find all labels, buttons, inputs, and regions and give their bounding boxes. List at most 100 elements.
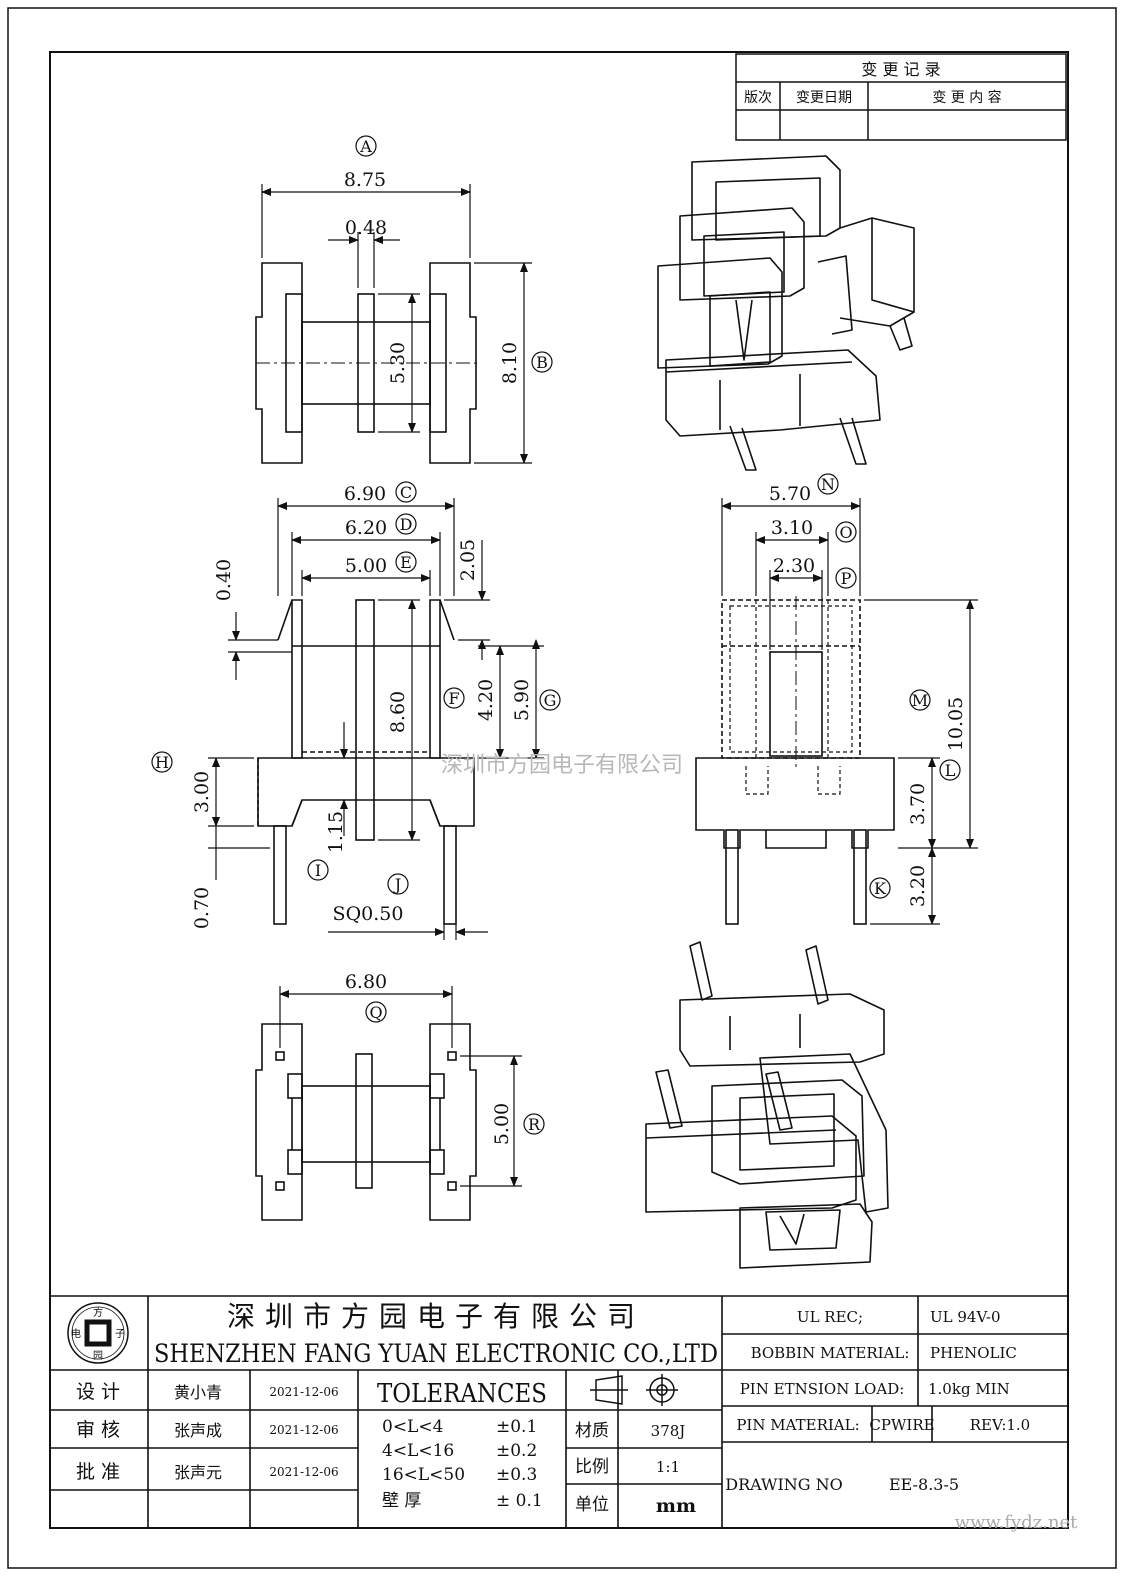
marker-h: H <box>155 753 169 772</box>
dim-5-90: 5.90 <box>511 679 533 721</box>
side-view-dims <box>721 498 978 925</box>
side-view-markers <box>817 473 961 899</box>
role-approve: 批 准 <box>76 1461 120 1483</box>
marker-r: R <box>528 1115 541 1134</box>
dim-3-10: 3.10 <box>771 517 813 539</box>
dim-3-00: 3.00 <box>191 771 213 813</box>
dim-5-30: 5.30 <box>387 342 409 384</box>
marker-j: J <box>393 875 401 894</box>
revision-header-version: 版次 <box>744 90 772 106</box>
tol-range-4: 壁 厚 <box>382 1491 421 1511</box>
front-view-markers <box>151 481 561 895</box>
projection-symbol-icon <box>590 1374 678 1406</box>
revision-title: 变 更 记 录 <box>861 60 940 79</box>
pin-material-label: PIN MATERIAL: <box>736 1416 859 1434</box>
dim-4-20: 4.20 <box>475 679 497 721</box>
marker-b: B <box>536 353 548 372</box>
front-view <box>257 599 475 925</box>
marker-p: P <box>841 569 852 588</box>
logo-char-bottom: 园 <box>93 1350 103 1362</box>
dim-0-70: 0.70 <box>191 887 213 929</box>
side-view <box>695 596 895 925</box>
marker-k: K <box>874 879 887 898</box>
title-block-grid <box>50 1295 1068 1528</box>
role-approve-name: 张声元 <box>174 1463 222 1482</box>
scale-value: 1:1 <box>656 1458 680 1476</box>
tol-range-2: 4<L<16 <box>382 1441 454 1461</box>
drawing-no-value: EE-8.3-5 <box>889 1475 959 1494</box>
role-review-date: 2021-12-06 <box>269 1423 338 1437</box>
dim-5-70: 5.70 <box>769 483 811 505</box>
dim-sq0-50: SQ0.50 <box>333 903 404 925</box>
dim-10-05: 10.05 <box>945 697 967 751</box>
unit-label: 单位 <box>575 1495 609 1515</box>
site-mark: www.fydz.net <box>955 1512 1079 1533</box>
revision-header-date: 变更日期 <box>796 90 852 106</box>
tol-value-2: ±0.2 <box>496 1441 537 1461</box>
dim-8-75: 8.75 <box>344 169 386 191</box>
front-view-dims <box>208 498 544 940</box>
dim-5-00-bottom: 5.00 <box>491 1103 513 1145</box>
marker-l: L <box>945 761 956 780</box>
role-design-date: 2021-12-06 <box>269 1385 338 1399</box>
role-review-name: 张声成 <box>174 1421 222 1440</box>
tol-value-3: ±0.3 <box>496 1465 537 1485</box>
company-name-cn: 深圳市方园电子有限公司 <box>227 1300 645 1333</box>
marker-i: I <box>315 861 321 880</box>
dim-0-40: 0.40 <box>213 559 235 601</box>
pin-load-value: 1.0kg MIN <box>928 1380 1010 1398</box>
marker-f: F <box>448 689 459 708</box>
revision-value: REV:1.0 <box>970 1416 1030 1434</box>
watermark: 深圳市方园电子有限公司 <box>441 753 683 778</box>
dim-1-15: 1.15 <box>325 811 347 853</box>
marker-q: Q <box>369 1003 382 1022</box>
marker-b-circle <box>531 351 553 373</box>
marker-m: M <box>912 691 928 710</box>
bobbin-material-value: PHENOLIC <box>930 1344 1017 1362</box>
company-logo <box>67 1302 129 1364</box>
marker-d: D <box>400 515 413 534</box>
pin-material-value: CPWIRE <box>869 1416 934 1434</box>
bottom-view <box>255 1023 477 1221</box>
marker-e: E <box>400 553 412 572</box>
material-value: 378J <box>651 1422 686 1440</box>
logo-char-left: 电 <box>71 1327 81 1340</box>
inner-border <box>49 51 1069 1529</box>
dim-2-05: 2.05 <box>457 539 479 581</box>
company-name-en: SHENZHEN FANG YUAN ELECTRONIC CO.,LTD <box>154 1339 718 1368</box>
role-design: 设 计 <box>76 1381 120 1403</box>
top-view <box>255 262 478 464</box>
dim-2-30: 2.30 <box>773 555 815 577</box>
iso-view-bottom <box>645 941 889 1269</box>
dim-6-20: 6.20 <box>345 517 387 539</box>
logo-char-top: 方 <box>93 1306 103 1319</box>
drawing-no-label: DRAWING NO <box>725 1475 843 1494</box>
role-design-name: 黄小青 <box>174 1383 222 1402</box>
marker-r-circle <box>523 1113 545 1135</box>
iso-view-top <box>657 155 915 471</box>
tol-range-3: 16<L<50 <box>382 1465 465 1485</box>
tol-value-1: ±0.1 <box>496 1417 537 1437</box>
marker-a-circle <box>355 135 377 157</box>
ul-rec-label: UL REC; <box>797 1308 863 1326</box>
dim-8-10: 8.10 <box>499 342 521 384</box>
bottom-view-dims <box>279 986 522 1187</box>
dim-0-48: 0.48 <box>345 217 387 239</box>
logo-char-right: 子 <box>115 1328 125 1340</box>
revision-table <box>735 53 1067 141</box>
pin-load-label: PIN ETNSION LOAD: <box>740 1380 905 1398</box>
marker-o: O <box>839 523 852 542</box>
marker-n: N <box>821 475 835 494</box>
tol-range-1: 0<L<4 <box>382 1417 443 1437</box>
tol-value-4: ± 0.1 <box>496 1491 543 1511</box>
marker-q-circle <box>365 1001 387 1023</box>
dim-5-00: 5.00 <box>345 555 387 577</box>
material-label: 材质 <box>575 1421 609 1441</box>
top-view-dims <box>261 184 532 464</box>
dim-3-20: 3.20 <box>907 865 929 907</box>
role-review: 审 核 <box>76 1419 120 1441</box>
tolerances-title: TOLERANCES <box>377 1379 547 1409</box>
dim-3-70: 3.70 <box>907 783 929 825</box>
ul-rec-value: UL 94V-0 <box>930 1308 1001 1326</box>
